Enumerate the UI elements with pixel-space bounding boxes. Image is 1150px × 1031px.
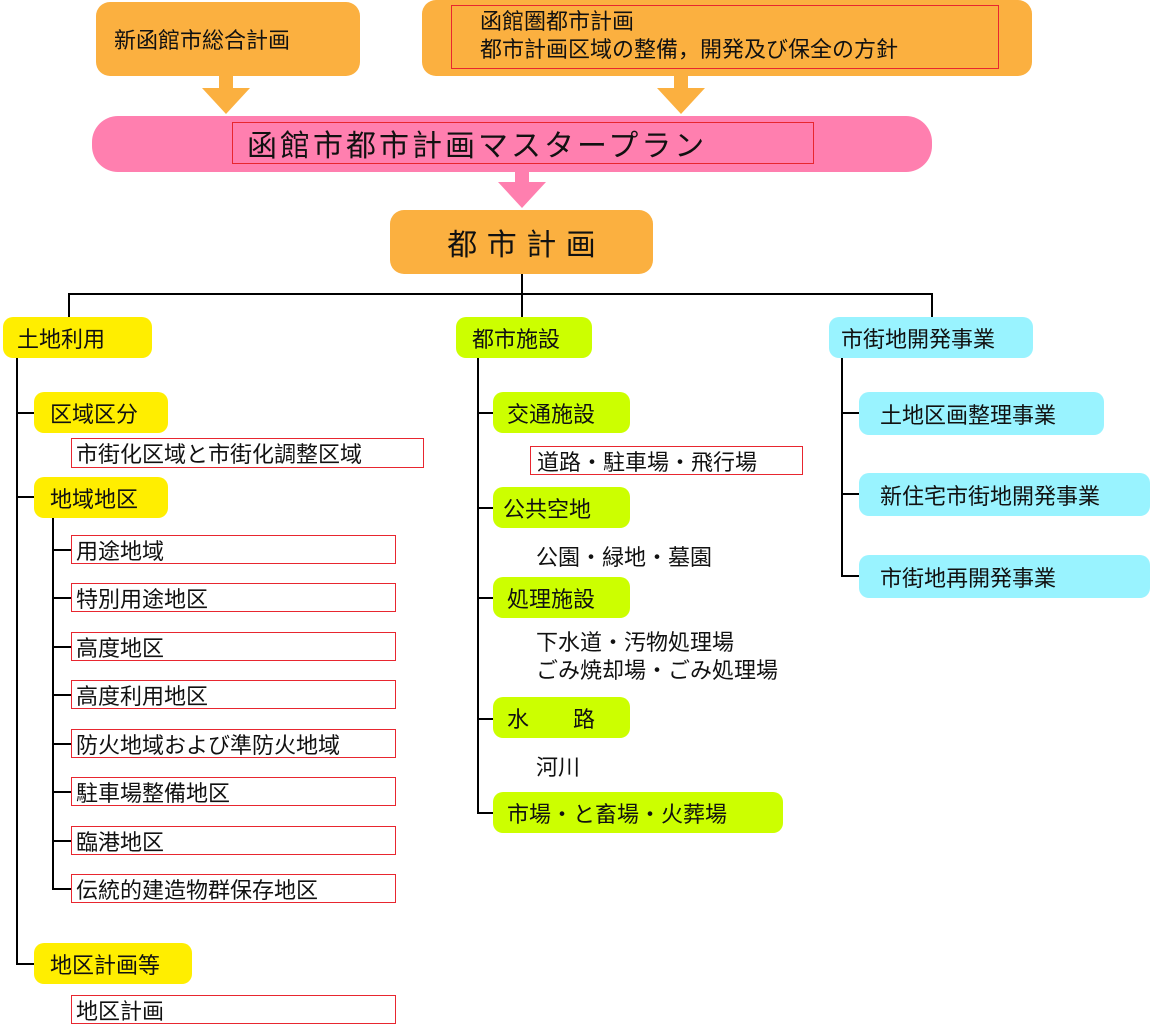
connector (68, 293, 70, 317)
treatment-facilities-label: 処理施設 (507, 587, 596, 613)
connector (477, 507, 493, 509)
district-plan-detail: 地区計画 (71, 995, 396, 1025)
connector (477, 718, 493, 720)
zone-item-text: 駐車場整備地区 (76, 781, 231, 807)
connector (841, 358, 843, 577)
urban-development-label: 市街地開発事業 (841, 327, 996, 353)
connector (52, 518, 54, 890)
regional-plan-box: 函館圏都市計画 都市計画区域の整備，開発及び保全の方針 (422, 0, 1032, 76)
treatment-detail-line: ごみ焼却場・ごみ処理場 (536, 659, 779, 684)
connector (521, 274, 523, 294)
connector (68, 293, 932, 295)
zone-item: 駐車場整備地区 (71, 777, 396, 807)
zone-item-text: 高度利用地区 (76, 684, 209, 710)
zone-district-label: 地域地区 (50, 487, 139, 513)
zone-item: 伝統的建造物群保存地区 (71, 874, 396, 904)
open-space-detail: 公園・緑地・墓園 (536, 546, 713, 571)
zone-item: 防火地域および準防火地域 (71, 729, 396, 759)
connector (52, 597, 71, 599)
market-label: 市場・と畜場・火葬場 (507, 802, 728, 828)
land-use-label: 土地利用 (17, 327, 106, 353)
connector (52, 840, 71, 842)
district-plan-box: 地区計画等 (34, 943, 192, 984)
treatment-facilities-detail: 下水道・汚物処理場 ごみ焼却場・ごみ処理場 (536, 630, 778, 686)
open-space-box: 公共空地 (493, 487, 630, 528)
zone-item-text: 防火地域および準防火地域 (76, 733, 341, 759)
connector (477, 412, 493, 414)
zone-item-text: 伝統的建造物群保存地区 (76, 878, 319, 904)
zone-item: 用途地域 (71, 535, 396, 565)
connector (52, 888, 71, 890)
connector (52, 791, 71, 793)
district-plan-detail-text: 地区計画 (76, 999, 165, 1025)
connector (52, 549, 71, 551)
treatment-detail-line: 下水道・汚物処理場 (536, 631, 735, 656)
connector (16, 963, 34, 965)
urban-development-item: 新住宅市街地開発事業 (859, 473, 1150, 516)
area-division-detail: 市街化区域と市街化調整区域 (71, 438, 424, 468)
connector (477, 597, 493, 599)
connector (841, 575, 859, 577)
treatment-facilities-box: 処理施設 (493, 577, 630, 618)
master-plan-label: 函館市都市計画マスタープラン (247, 129, 708, 164)
comprehensive-plan-box: 新函館市総合計画 (96, 2, 360, 76)
transport-facilities-label: 交通施設 (507, 402, 596, 428)
zone-item: 臨港地区 (71, 826, 396, 856)
urban-development-item-label: 市街地再開発事業 (880, 566, 1057, 592)
master-plan-outline: 函館市都市計画マスタープラン (232, 122, 814, 164)
land-use-box: 土地利用 (3, 317, 152, 358)
area-division-box: 区域区分 (34, 392, 168, 433)
waterway-detail: 河川 (536, 756, 581, 781)
zone-item-text: 特別用途地区 (76, 587, 209, 613)
zone-district-box: 地域地区 (34, 477, 168, 518)
connector (16, 358, 18, 964)
zone-item: 特別用途地区 (71, 583, 396, 613)
urban-development-item: 土地区画整理事業 (859, 392, 1104, 435)
zone-item-text: 高度地区 (76, 636, 165, 662)
waterway-box: 水 路 (493, 697, 630, 738)
urban-development-box: 市街地開発事業 (829, 317, 1033, 358)
connector (841, 493, 859, 495)
zone-item: 高度利用地区 (71, 680, 396, 710)
connector (841, 412, 859, 414)
waterway-label: 水 路 (507, 707, 596, 733)
connector (52, 646, 71, 648)
connector (16, 496, 34, 498)
city-planning-box: 都 市 計 画 (390, 210, 653, 274)
open-space-label: 公共空地 (503, 497, 592, 523)
urban-development-item: 市街地再開発事業 (859, 555, 1150, 598)
zone-item-text: 臨港地区 (76, 830, 165, 856)
city-planning-label: 都 市 計 画 (447, 228, 596, 263)
comprehensive-plan-label: 新函館市総合計画 (114, 29, 291, 54)
connector (52, 743, 71, 745)
connector (931, 293, 933, 317)
regional-plan-outline: 函館圏都市計画 都市計画区域の整備，開発及び保全の方針 (451, 5, 999, 69)
urban-development-item-label: 新住宅市街地開発事業 (880, 484, 1101, 510)
transport-facilities-detail: 道路・駐車場・飛行場 (530, 446, 803, 476)
transport-facilities-detail-text: 道路・駐車場・飛行場 (537, 450, 758, 476)
transport-facilities-box: 交通施設 (493, 392, 630, 433)
market-box: 市場・と畜場・火葬場 (493, 792, 783, 833)
urban-development-item-label: 土地区画整理事業 (880, 403, 1057, 429)
urban-facilities-box: 都市施設 (456, 317, 592, 358)
master-plan-bar: 函館市都市計画マスタープラン (92, 116, 932, 172)
connector (477, 358, 479, 814)
area-division-detail-text: 市街化区域と市街化調整区域 (76, 443, 363, 468)
connector (521, 293, 523, 317)
connector (477, 812, 493, 814)
zone-item: 高度地区 (71, 632, 396, 662)
area-division-label: 区域区分 (50, 402, 139, 428)
connector (52, 694, 71, 696)
urban-facilities-label: 都市施設 (472, 327, 561, 353)
zone-item-text: 用途地域 (76, 539, 165, 565)
regional-plan-title: 函館圏都市計画 (480, 10, 635, 35)
connector (16, 412, 34, 414)
regional-plan-policy: 都市計画区域の整備，開発及び保全の方針 (480, 38, 899, 63)
district-plan-label: 地区計画等 (50, 953, 161, 979)
